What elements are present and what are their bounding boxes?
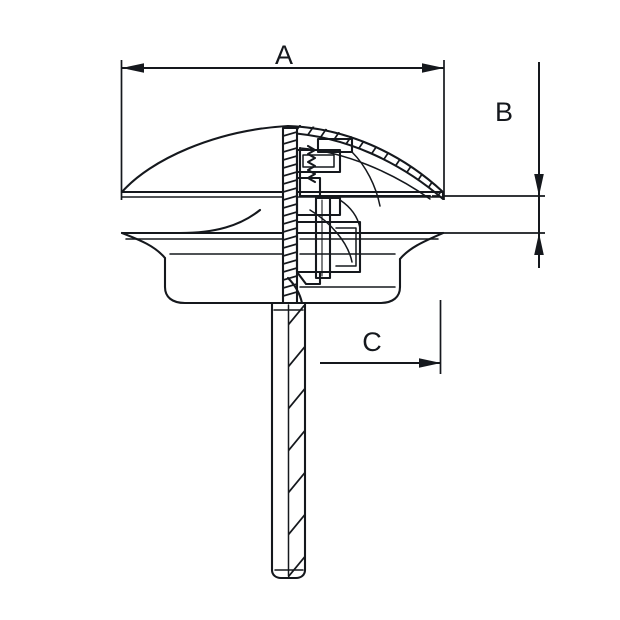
mech-outer-curve (351, 151, 381, 207)
mech-fillet (339, 199, 361, 229)
strainer-body-right (286, 257, 402, 305)
collar-thread-teeth (283, 131, 297, 297)
dimension-a: A (120, 40, 445, 200)
cap-dome-inner-step (298, 146, 432, 198)
dimension-c-label: C (362, 327, 382, 357)
cap-dome-elevation (120, 124, 290, 198)
dimension-b-arrow-top (534, 174, 544, 196)
dimension-a-label: A (275, 40, 293, 70)
strainer-body-left (163, 256, 290, 305)
dimension-b-arrow-bottom (534, 233, 544, 255)
lift-rod-hatching (288, 305, 305, 578)
threaded-stem-collar (281, 126, 299, 305)
part-geometry (120, 124, 445, 580)
seat-skirt (286, 276, 304, 305)
thread-zigzag (306, 144, 317, 184)
cap-flange (120, 208, 445, 261)
seal-upper-inner (302, 154, 335, 168)
seal-upper-block (295, 148, 342, 174)
dimension-a-arrow-left (122, 63, 144, 73)
seal-lower-block (295, 220, 362, 274)
lift-rod (270, 301, 307, 580)
flange-edge-right-taper (398, 231, 445, 261)
seal-washer-stack (286, 137, 381, 305)
seat-cone (295, 270, 322, 286)
dimension-a-arrow-right (422, 63, 444, 73)
shaft-core (314, 196, 332, 280)
dimension-c-arrow-right (419, 358, 441, 368)
flange-edge-left-taper (120, 231, 167, 260)
seal-mid-body (295, 176, 342, 217)
seal-lower-inner (335, 227, 357, 267)
dimension-c: C (320, 300, 442, 374)
cap-dome-profile-left (120, 124, 290, 194)
dimension-b-label: B (495, 97, 513, 127)
dimension-b: B (420, 62, 545, 268)
